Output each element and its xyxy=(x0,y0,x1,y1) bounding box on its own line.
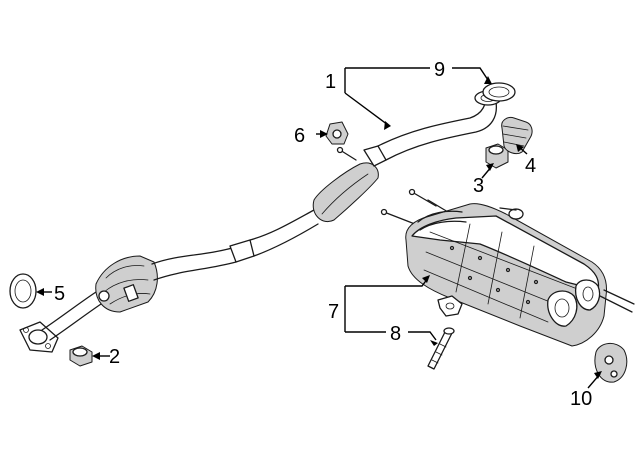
callout-7: 7 xyxy=(328,301,339,323)
front-pipe-assembly xyxy=(19,90,502,353)
callout-2: 2 xyxy=(109,346,120,368)
nut-3 xyxy=(485,143,509,169)
callout-3: 3 xyxy=(473,175,484,197)
insulator-6 xyxy=(325,121,349,145)
rear-muffler xyxy=(380,188,635,347)
callout-4: 4 xyxy=(525,155,536,177)
callout-9: 9 xyxy=(434,59,445,81)
callout-10: 10 xyxy=(570,388,592,410)
gasket-9 xyxy=(482,82,516,102)
nut-2 xyxy=(69,345,93,367)
callout-6: 6 xyxy=(294,125,305,147)
callout-leaders xyxy=(36,67,602,389)
boot-4 xyxy=(501,117,533,155)
callout-8: 8 xyxy=(390,323,401,345)
callout-5: 5 xyxy=(54,283,65,305)
callout-1: 1 xyxy=(325,71,336,93)
insulator-10 xyxy=(594,343,628,383)
gasket-5 xyxy=(9,273,37,309)
bolt-8 xyxy=(427,327,455,370)
